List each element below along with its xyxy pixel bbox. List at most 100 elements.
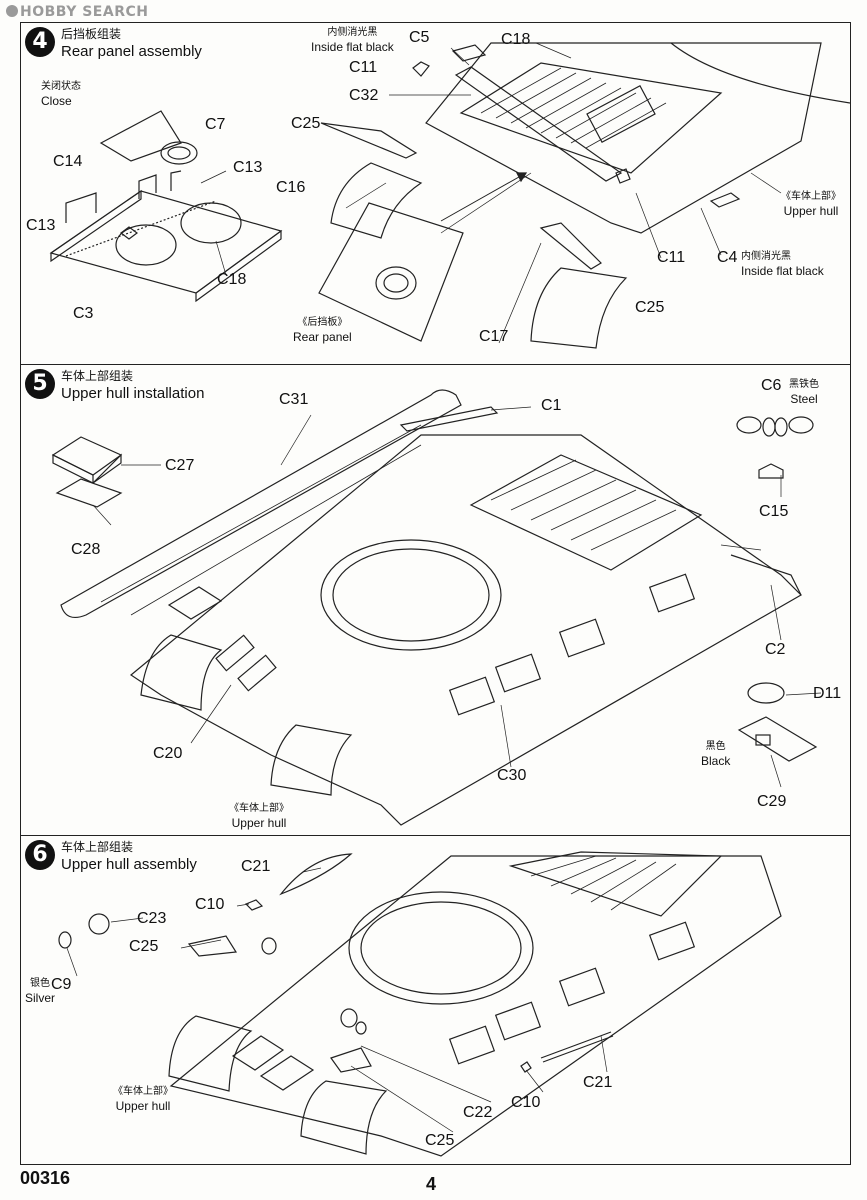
part-label-c13-right: C13 xyxy=(233,159,263,176)
engine-deck xyxy=(469,454,703,571)
stowage-box xyxy=(448,1025,496,1065)
note-upper-hull: 《车体上部》 Upper hull xyxy=(113,1086,173,1113)
cover-part-c27 xyxy=(51,436,123,476)
part-label-c17: C17 xyxy=(479,328,509,345)
lamp-part-c23 xyxy=(88,913,110,935)
part-label-c25: C25 xyxy=(291,115,321,132)
part-label-c5: C5 xyxy=(409,29,430,46)
note-silver: 银色 Silver xyxy=(25,978,56,1005)
fender-rear-right xyxy=(270,724,353,796)
step-4-drawing xyxy=(49,42,850,349)
part-label-c25-lower: C25 xyxy=(425,1132,455,1149)
part-label-c7: C7 xyxy=(205,116,226,133)
track-part-c20 xyxy=(215,634,255,672)
part-label-c25-lower: C25 xyxy=(635,299,665,316)
step-6-drawing xyxy=(58,851,782,1157)
step-title-cn: 车体上部组装 xyxy=(61,840,134,854)
step-number-badge: 6 xyxy=(25,840,55,870)
bracket-part-c15 xyxy=(758,463,784,479)
note-inside-flat-black-2: 内侧消光黑 Inside flat black xyxy=(741,251,824,278)
step-4-panel: 4 后挡板组装 Rear panel assembly xyxy=(20,22,851,366)
fender-left xyxy=(330,162,423,239)
rail-part-c2 xyxy=(730,554,802,596)
part-label-c25: C25 xyxy=(129,938,159,955)
lever-part-c7 xyxy=(99,110,182,162)
page-number: 4 xyxy=(426,1174,437,1194)
step-title-cn: 车体上部组装 xyxy=(61,369,134,383)
step-number-badge: 5 xyxy=(25,369,55,399)
part-label-c18-lower: C18 xyxy=(217,271,247,288)
note-inside-flat-black: 内侧消光黑 Inside flat black xyxy=(311,27,394,54)
cover-part-c28 xyxy=(55,478,123,508)
part-label-c23: C23 xyxy=(137,910,167,927)
rail-part-c21 xyxy=(540,1031,612,1059)
turret-ring xyxy=(320,539,502,651)
part-label-c14: C14 xyxy=(53,153,83,170)
turret-ring xyxy=(348,891,534,1005)
lens-part-c9 xyxy=(58,931,72,949)
part-label-c11: C11 xyxy=(349,59,378,76)
stowage-box xyxy=(448,676,496,716)
part-label-c3: C3 xyxy=(73,305,94,322)
part-label-c27: C27 xyxy=(165,457,195,474)
note-black: 黑色 Black xyxy=(701,741,731,768)
wheel-part-c6 xyxy=(736,416,762,434)
watermark-text: HOBBY SEARCH xyxy=(20,4,149,20)
step-5-panel: 5 车体上部组装 Upper hull installation xyxy=(20,364,851,837)
hobbysearch-logo-icon xyxy=(6,5,18,17)
wedge-part-c25 xyxy=(320,122,418,159)
rail-part-c31 xyxy=(60,389,462,618)
cap-part-d11 xyxy=(747,682,785,704)
step-6-panel: 6 车体上部组装 Upper hull assembly xyxy=(20,835,851,1165)
note-close: 关闭状态 Close xyxy=(41,81,81,108)
wedge-part-c25 xyxy=(187,935,238,957)
fender-right xyxy=(530,267,628,349)
wedge-part-c25-lower xyxy=(330,1047,372,1073)
note-steel: 黑铁色 Steel xyxy=(789,379,819,406)
part-label-c28: C28 xyxy=(71,541,101,558)
fender-left xyxy=(168,1015,253,1092)
part-label-c6: C6 xyxy=(761,377,782,394)
upper-hull-assembled xyxy=(169,855,782,1157)
base-part-c29 xyxy=(737,716,818,762)
part-label-c11-lower: C11 xyxy=(657,249,686,266)
part-label-c18: C18 xyxy=(501,31,531,48)
rear-panel-part-c3 xyxy=(49,190,283,294)
blade-part-c21 xyxy=(279,853,353,896)
pin-part-c10-lower xyxy=(520,1061,532,1073)
rear-panel-assembled xyxy=(318,202,464,342)
part-label-c30: C30 xyxy=(497,767,527,784)
note-upper-hull: 《车体上部》 Upper hull xyxy=(229,803,289,830)
part-label-c15: C15 xyxy=(759,503,789,520)
part-label-c10: C10 xyxy=(195,896,225,913)
step-title-en: Rear panel assembly xyxy=(61,43,202,60)
fender-rear-left xyxy=(140,634,223,711)
part-label-c32: C32 xyxy=(349,87,379,104)
part-label-c22: C22 xyxy=(463,1104,493,1121)
rail-part-c1 xyxy=(399,406,499,432)
pin-part-c10 xyxy=(244,899,264,911)
part-label-c21-lower: C21 xyxy=(583,1074,613,1091)
note-rear-panel: 《后挡板》 Rear panel xyxy=(293,317,352,344)
part-label-c21: C21 xyxy=(241,858,271,875)
step-5-drawing xyxy=(51,389,822,826)
product-code: 00316 xyxy=(20,1168,71,1188)
engine-deck xyxy=(508,851,723,917)
watermark: HOBBY SEARCH xyxy=(6,4,148,20)
upper-hull-main xyxy=(129,434,802,826)
upper-hull-rear xyxy=(425,42,822,234)
part-label-c4: C4 xyxy=(717,249,738,266)
step-title-cn: 后挡板组装 xyxy=(61,27,122,41)
step-title-en: Upper hull installation xyxy=(61,385,205,402)
part-label-c16: C16 xyxy=(276,179,306,196)
step-title-en: Upper hull assembly xyxy=(61,856,197,873)
bar-part-c32 xyxy=(454,66,623,182)
step-number-badge: 4 xyxy=(25,27,55,57)
part-label-c1: C1 xyxy=(541,397,562,414)
note-upper-hull: 《车体上部》 Upper hull xyxy=(781,191,841,218)
part-label-c29: C29 xyxy=(757,793,787,810)
wedge-part-c25-right xyxy=(539,222,602,270)
part-label-c31: C31 xyxy=(279,391,309,408)
part-label-c13-left: C13 xyxy=(26,217,56,234)
fender-right xyxy=(300,1080,388,1155)
